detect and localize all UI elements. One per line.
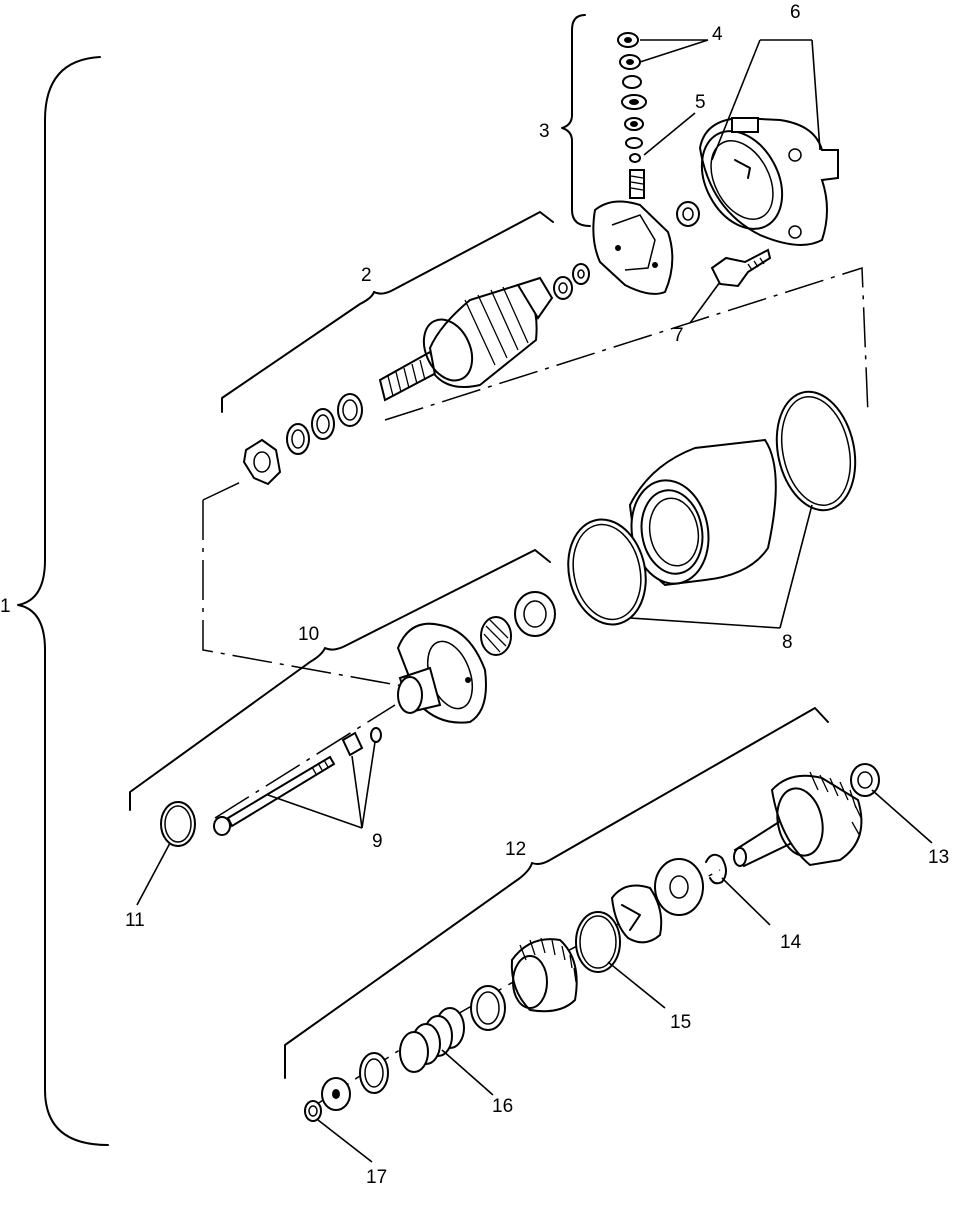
leader-17 (317, 1119, 373, 1163)
oring-15 (575, 911, 621, 973)
leader-8 (629, 504, 813, 629)
leader-14 (721, 877, 771, 926)
callout-11: 11 (125, 910, 145, 931)
washer-seal-pair (341, 727, 382, 757)
spring-16 (399, 1007, 465, 1073)
leader-16 (441, 1049, 494, 1096)
drive-housing (396, 622, 487, 724)
callout-3: 3 (539, 121, 550, 142)
circlip-17 (304, 1100, 322, 1122)
yoke (628, 438, 777, 587)
callout-13: 13 (928, 847, 949, 868)
through-bolt (213, 755, 336, 836)
centerline-shaft (214, 704, 396, 819)
thrust-washer (654, 858, 704, 916)
stopper-washer (321, 1077, 351, 1111)
callout-14: 14 (780, 932, 802, 953)
armature (378, 276, 554, 402)
callout-12: 12 (505, 839, 526, 860)
snap-ring-14 (705, 853, 727, 885)
brace-group-2 (221, 211, 554, 413)
callout-15: 15 (670, 1012, 691, 1033)
leader-5 (643, 112, 696, 156)
terminal-nut-washer-stack (617, 32, 647, 163)
sleeve (470, 985, 506, 1031)
callout-17: 17 (366, 1167, 387, 1188)
centerline-upper (202, 500, 481, 701)
leader-9 (267, 741, 376, 829)
callout-6: 6 (790, 2, 801, 23)
brace-group-3 (561, 14, 591, 227)
overrunning-clutch-gear (510, 937, 578, 1013)
bushing (676, 201, 700, 227)
leader-6 (711, 39, 821, 161)
callout-7: 7 (673, 325, 684, 346)
brush-holder-plate (592, 169, 674, 295)
oring-11 (160, 801, 196, 847)
callout-4: 4 (712, 24, 723, 45)
oring-front (775, 390, 857, 512)
callout-10: 10 (298, 624, 319, 645)
lock-plate (242, 438, 282, 486)
armature-washers-front (553, 263, 590, 300)
centerline-lower (202, 266, 869, 501)
oring-rear (567, 518, 647, 626)
brace-group-12 (284, 707, 829, 1079)
end-housing (698, 116, 839, 246)
stopper-ring (359, 1052, 389, 1094)
leader-11 (136, 842, 171, 906)
brace-group-10 (129, 549, 551, 811)
callout-2: 2 (361, 265, 372, 286)
callout-1: 1 (0, 596, 11, 617)
bearing-outer (514, 591, 556, 637)
leader-4 (639, 39, 709, 63)
leader-13 (871, 789, 933, 844)
housing-bolt (710, 248, 772, 288)
leader-7 (689, 281, 721, 324)
leader-15 (607, 961, 666, 1009)
armature-washers-rear (286, 393, 363, 455)
callout-16: 16 (492, 1096, 513, 1117)
needle-bearing (480, 616, 512, 656)
callout-8: 8 (782, 632, 793, 653)
callout-5: 5 (695, 92, 706, 113)
brace-assembly-1 (17, 56, 109, 1146)
washer-13 (850, 763, 880, 797)
clutch-retainer (610, 884, 663, 944)
callout-9: 9 (372, 831, 383, 852)
pinion-shaft-gear (733, 771, 863, 868)
